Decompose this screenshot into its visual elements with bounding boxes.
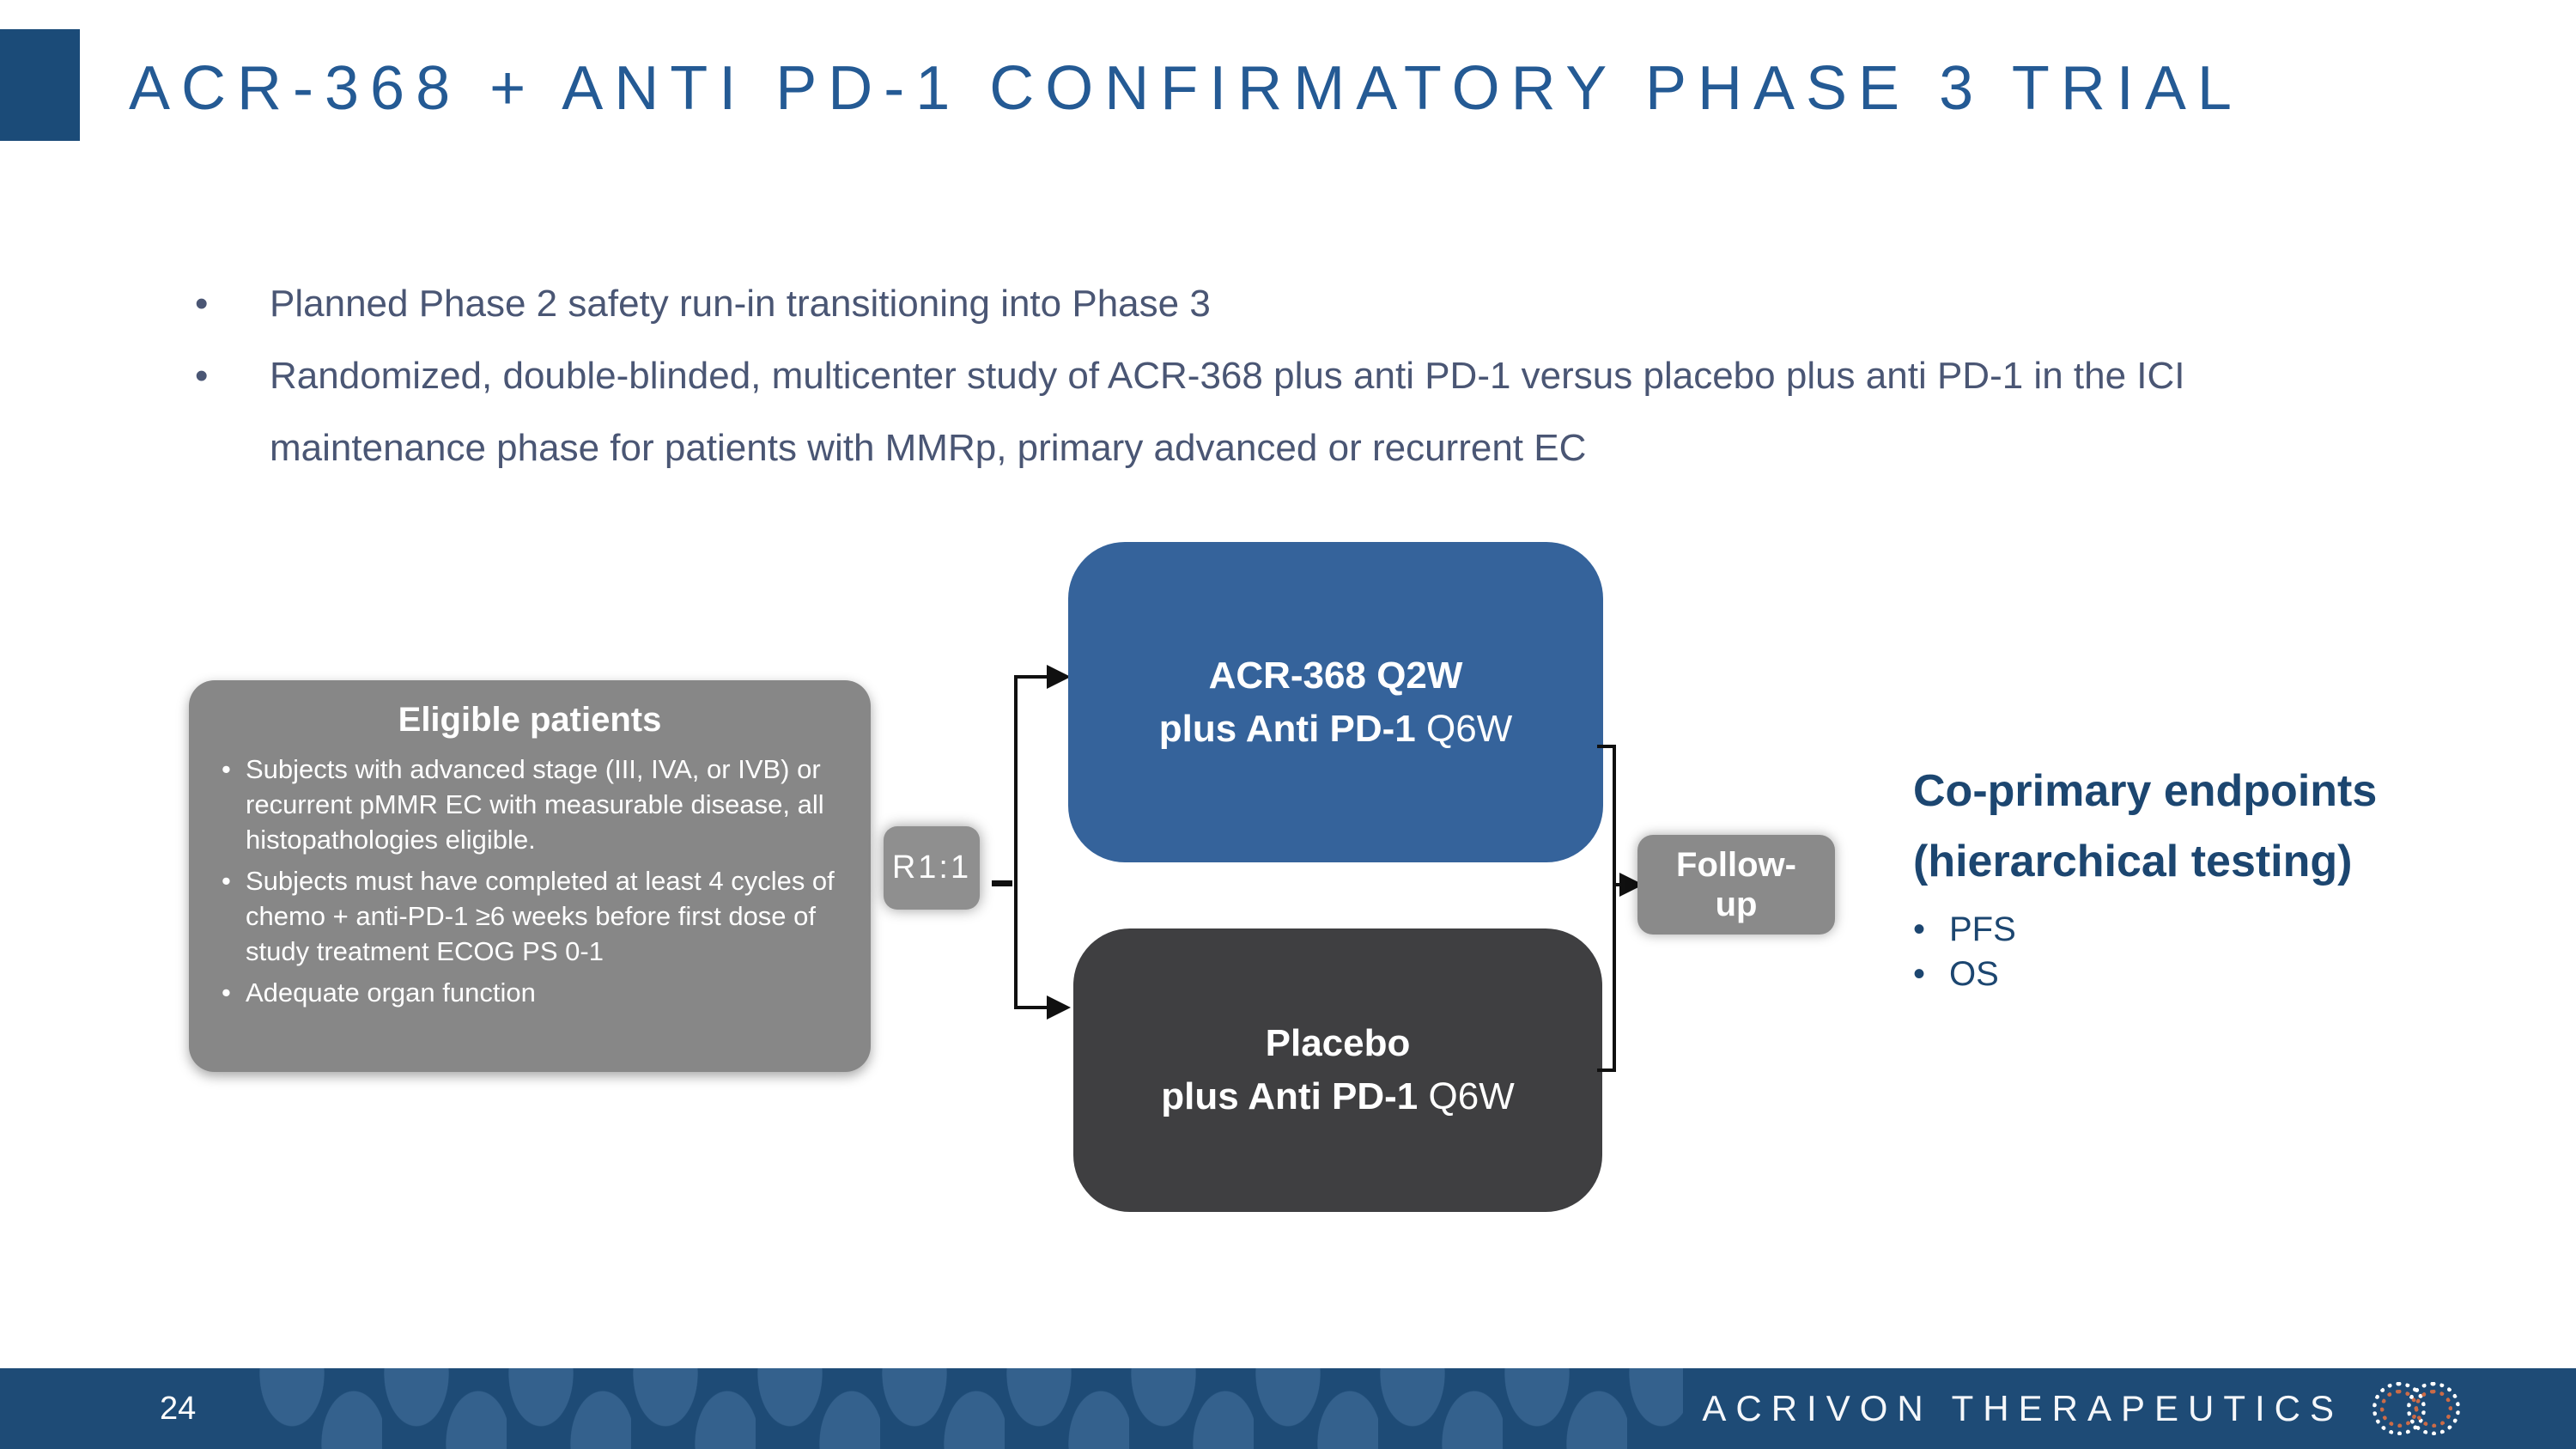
eligible-criterion-text: Subjects must have completed at least 4 … <box>246 866 835 966</box>
arm1-line2: plus Anti PD-1 Q6W <box>1159 703 1513 756</box>
intro-bullet-text: Randomized, double-blinded, multicenter … <box>270 355 2185 469</box>
arrow-to-arm2-icon <box>1047 995 1071 1020</box>
randomization-box: R1:1 <box>884 826 980 910</box>
followup-box: Follow- up <box>1637 835 1835 935</box>
title-accent-bar <box>0 29 80 141</box>
acrivon-logo-icon <box>2372 1382 2460 1435</box>
eligible-criteria-list: Subjects with advanced stage (III, IVA, … <box>220 752 840 1010</box>
page-title: ACR-368 + ANTI PD-1 CONFIRMATORY PHASE 3… <box>129 54 2243 123</box>
randomization-label: R1:1 <box>891 849 972 886</box>
footer-dot-pattern <box>258 1368 1683 1449</box>
eligible-criterion: Subjects with advanced stage (III, IVA, … <box>220 752 840 857</box>
arm2-box: Placebo plus Anti PD-1 Q6W <box>1073 928 1602 1212</box>
arm1-line1: ACR-368 Q2W <box>1208 654 1463 697</box>
arm2-line2: plus Anti PD-1 Q6W <box>1161 1070 1515 1123</box>
page-number-text: 24 <box>160 1390 197 1427</box>
endpoints-heading: Co-primary endpoints (hierarchical testi… <box>1913 756 2531 897</box>
intro-bullet: Randomized, double-blinded, multicenter … <box>195 340 2376 484</box>
page-number: 24 <box>160 1368 196 1449</box>
merge-arm-bottom <box>1597 1068 1616 1072</box>
endpoint-item: PFS <box>1913 907 2531 952</box>
eligible-patients-title: Eligible patients <box>398 701 662 739</box>
arm1-line2-bold: plus Anti PD-1 <box>1158 707 1416 750</box>
arm2-line2-regular: Q6W <box>1428 1075 1515 1117</box>
endpoints-heading-line1: Co-primary endpoints <box>1913 766 2378 816</box>
arm2-line2-bold: plus Anti PD-1 <box>1161 1075 1419 1117</box>
logo-circle-right <box>2407 1382 2460 1435</box>
followup-line1: Follow- <box>1676 846 1796 884</box>
arrow-to-arm1-icon <box>1047 665 1071 689</box>
eligible-patients-box: Eligible patients Subjects with advanced… <box>189 680 871 1072</box>
arm2-line1: Placebo <box>1265 1022 1411 1064</box>
footer-brand: ACRIVON THERAPEUTICS <box>1702 1368 2460 1449</box>
eligible-criterion: Adequate organ function <box>220 975 840 1010</box>
eligible-criterion-text: Adequate organ function <box>246 977 536 1008</box>
intro-bullet-text: Planned Phase 2 safety run-in transition… <box>270 283 1211 325</box>
connector-dash <box>992 880 1012 886</box>
eligible-criterion: Subjects must have completed at least 4 … <box>220 863 840 969</box>
eligible-criterion-text: Subjects with advanced stage (III, IVA, … <box>246 754 824 855</box>
endpoints-heading-line2: (hierarchical testing) <box>1913 837 2353 886</box>
footer-bar: 24 ACRIVON THERAPEUTICS <box>0 1368 2576 1449</box>
branch-arm-top <box>1014 675 1048 679</box>
endpoints-block: Co-primary endpoints (hierarchical testi… <box>1913 756 2531 996</box>
endpoint-item-text: OS <box>1949 955 1999 993</box>
branch-arm-bottom <box>1014 1006 1048 1009</box>
arm1-box: ACR-368 Q2W plus Anti PD-1 Q6W <box>1068 542 1603 862</box>
followup-arrow-line <box>1613 883 1625 886</box>
branch-vertical-line <box>1014 675 1018 1009</box>
intro-bullet: Planned Phase 2 safety run-in transition… <box>195 268 2376 340</box>
endpoints-list: PFS OS <box>1913 907 2531 996</box>
brand-name: ACRIVON THERAPEUTICS <box>1702 1388 2343 1428</box>
merge-arm-top <box>1597 745 1616 748</box>
intro-bullet-list: Planned Phase 2 safety run-in transition… <box>195 268 2376 484</box>
endpoint-item: OS <box>1913 952 2531 996</box>
endpoint-item-text: PFS <box>1949 910 2016 948</box>
arm1-line2-regular: Q6W <box>1426 707 1513 750</box>
merge-vertical-line <box>1613 745 1616 1072</box>
followup-line2: up <box>1715 886 1758 923</box>
